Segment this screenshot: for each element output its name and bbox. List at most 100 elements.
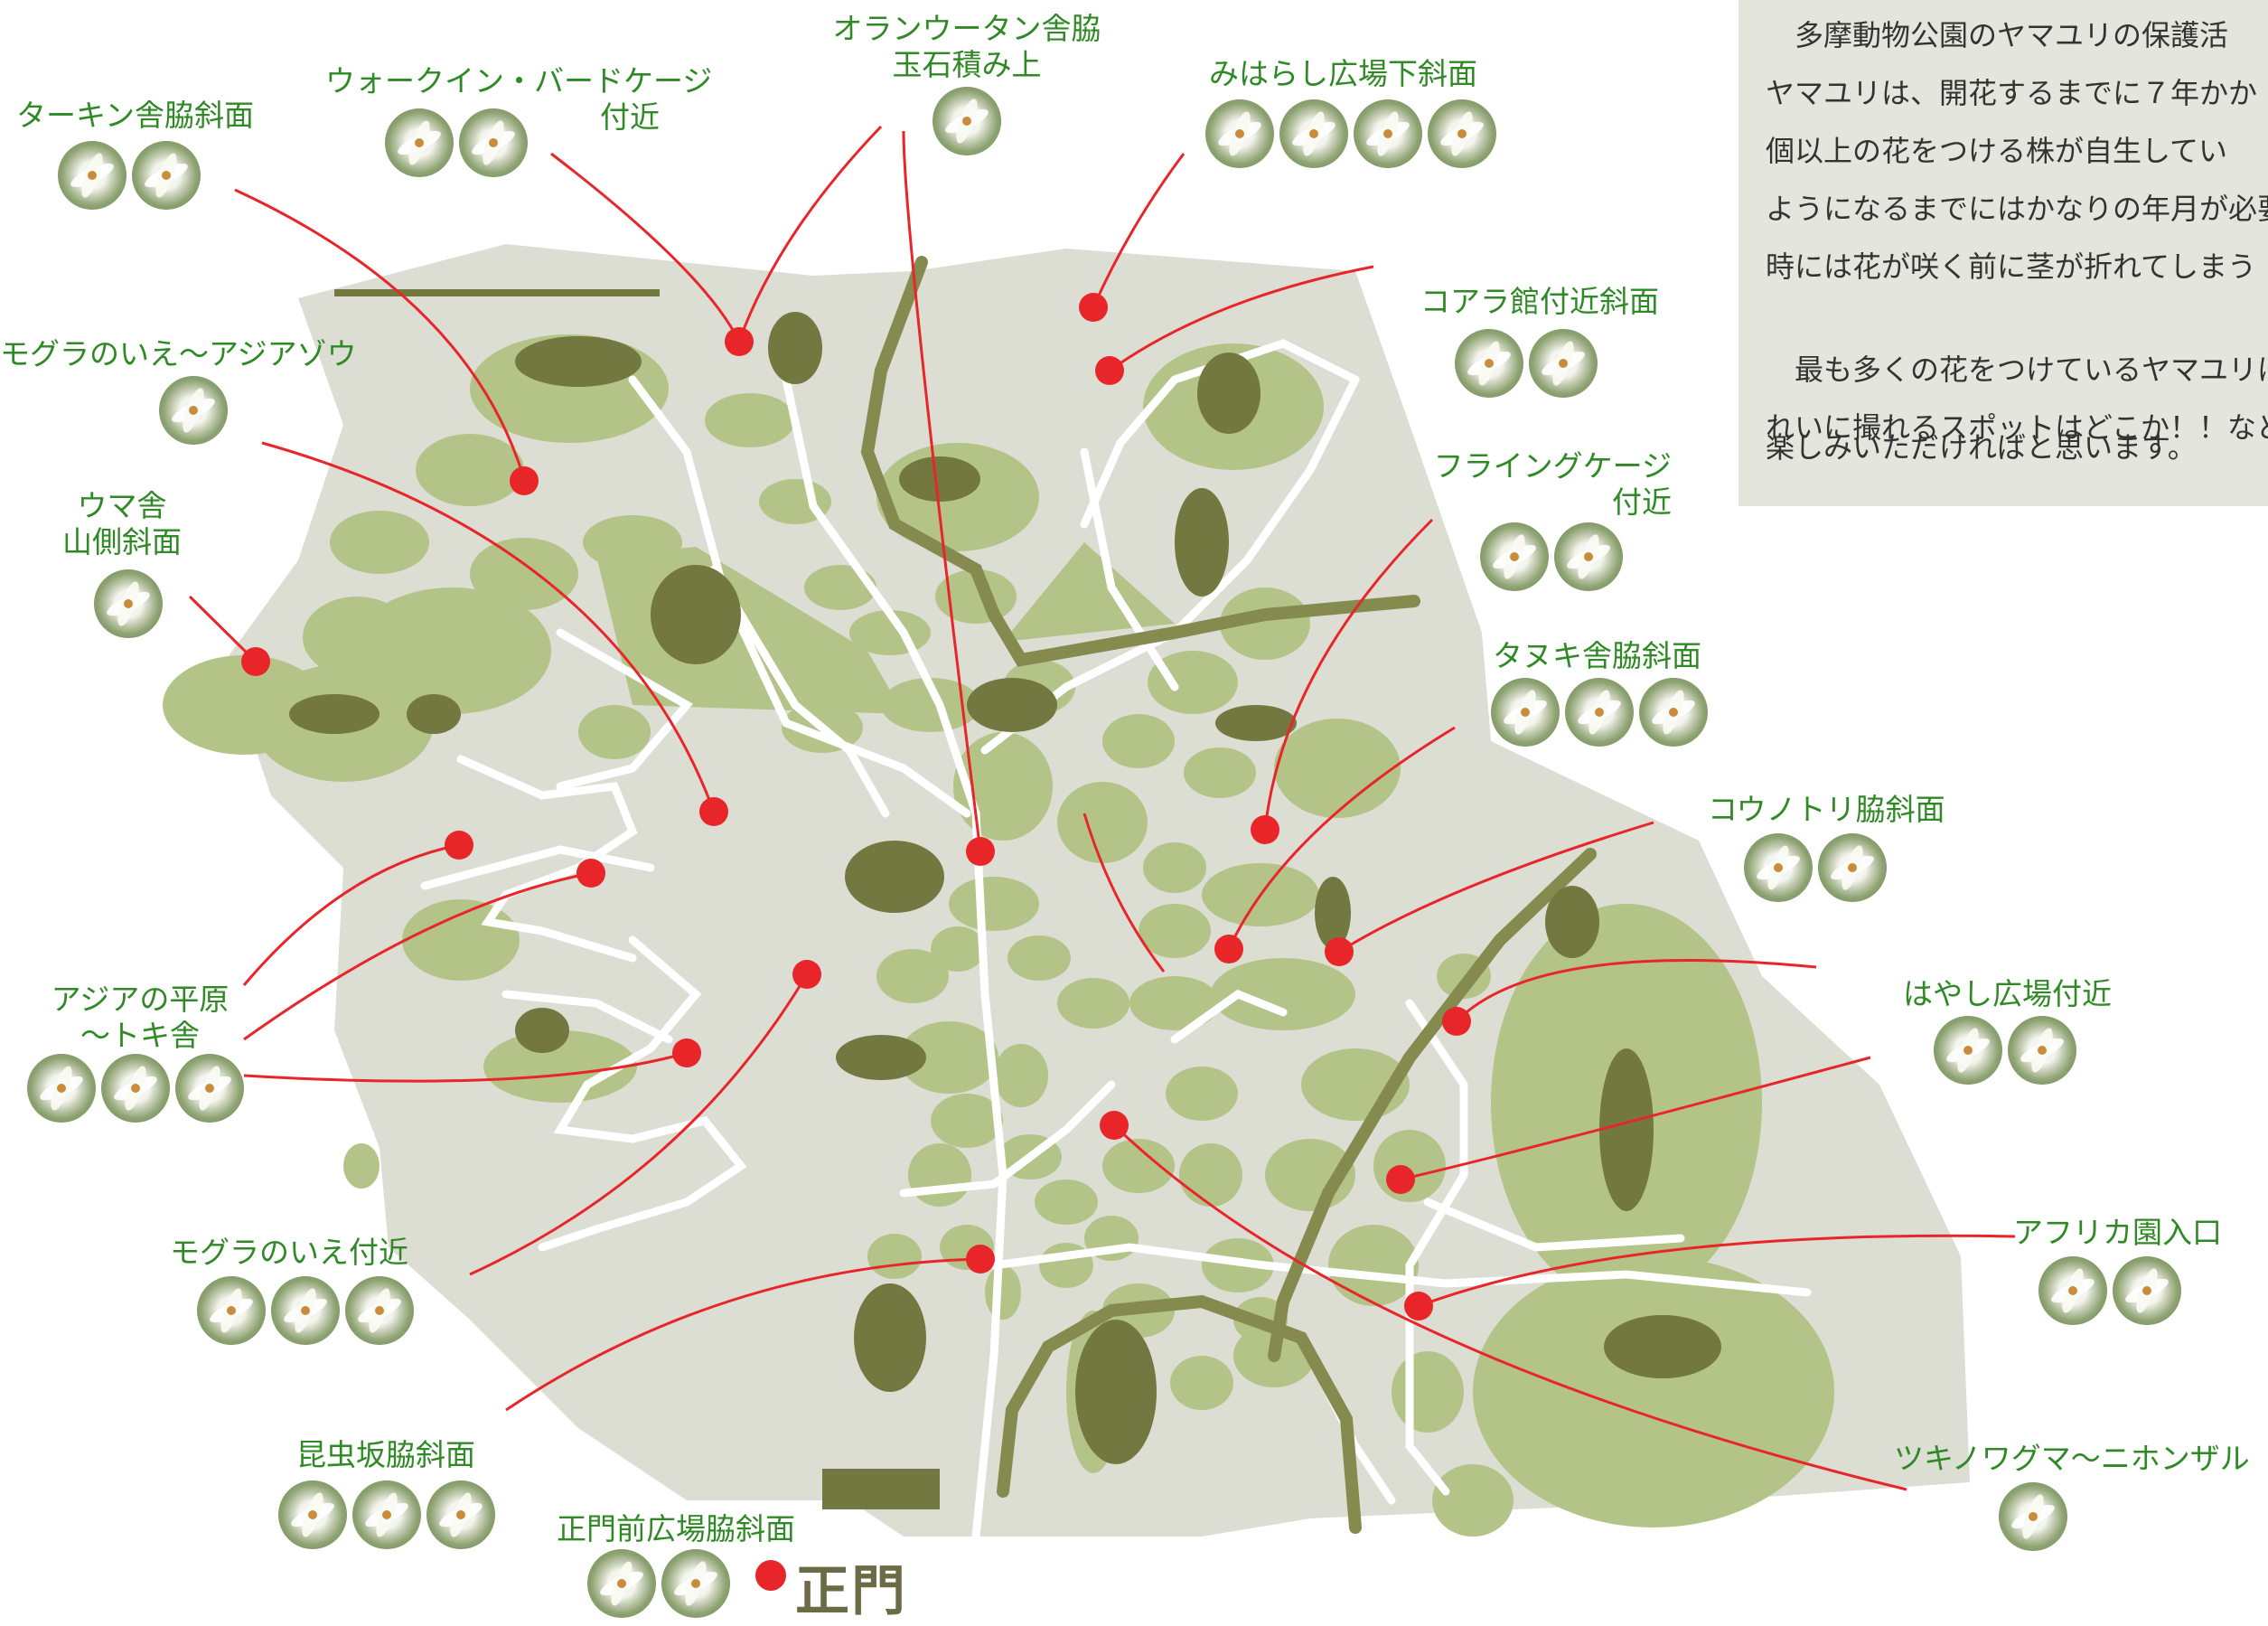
marker-raccoon-dog: [1214, 935, 1243, 963]
info-line: ようになるまでにはかなりの年月が必要: [1766, 192, 2268, 226]
elephant-silhouette: [651, 565, 741, 664]
yamayuri-flower-icon: [278, 1480, 347, 1549]
yamayuri-flower-icon: [1354, 99, 1422, 168]
giraffe-silhouette: [1599, 1048, 1654, 1211]
marker-koala: [1095, 356, 1124, 385]
spot-label-mole-house: モグラのいえ付近: [170, 1235, 408, 1270]
yamayuri-flower-icon: [385, 108, 454, 177]
lion-silhouette: [1604, 1315, 1721, 1378]
orangutan-silhouette: [768, 312, 822, 384]
info-line: 最も多くの花をつけているヤマユリは: [1766, 352, 2268, 387]
yamayuri-flower-icon: [1744, 833, 1813, 902]
marker-stork: [1325, 937, 1354, 966]
insect-house-silhouette: [1075, 1320, 1157, 1464]
marker-mole-elephant: [699, 797, 728, 826]
marker-insect: [966, 1245, 995, 1274]
yamayuri-flower-icon: [1554, 522, 1623, 591]
spot-label-bear-monkey: ツキノワグマ～ニホンザル: [1894, 1441, 2250, 1476]
leader-lines: [188, 125, 2016, 1491]
spot-label-raccoon-dog: タヌキ舎脇斜面: [1493, 638, 1701, 673]
koala-silhouette: [1197, 352, 1261, 434]
yamayuri-flower-icon: [271, 1276, 340, 1345]
yamayuri-flower-icon: [175, 1054, 244, 1123]
service-roads: [860, 256, 1597, 1534]
flowers-miharashi: [1205, 99, 1496, 168]
yamayuri-flower-icon: [132, 141, 201, 210]
spot-label-asia: アジアの平原～トキ舎: [51, 982, 230, 1053]
main-gate-label: 正門: [795, 1560, 907, 1623]
yamayuri-flower-icon: [459, 108, 528, 177]
marker-asia-2: [576, 859, 605, 888]
spot-label-mole-elephant: モグラのいえ～アジアゾウ: [0, 336, 357, 371]
animal-silhouettes: [289, 289, 1721, 1509]
yamayuri-flower-icon: [1428, 99, 1496, 168]
walkways: [420, 339, 1812, 1541]
spot-label-takin: ターキン舎脇斜面: [16, 98, 255, 133]
eagle-silhouette: [1215, 705, 1297, 741]
spot-label-africa: アフリカ園入口: [2013, 1215, 2222, 1250]
yamayuri-flower-icon: [197, 1276, 266, 1345]
spot-label-orangutan: オランウータン舎脇玉石積み上: [832, 11, 1101, 82]
spot-label-insect: 昆虫坂脇斜面: [296, 1437, 475, 1472]
spot-label-koala: コアラ館付近斜面: [1420, 284, 1659, 319]
spot-label-flying-cage: フライングケージ付近: [1433, 448, 1672, 520]
yamayuri-flower-icon: [1455, 329, 1523, 398]
flowers-takin: [58, 141, 201, 210]
yamayuri-flower-icon: [1999, 1482, 2067, 1551]
yamayuri-flower-icon: [2038, 1256, 2107, 1325]
flowers-raccoon-dog: [1491, 678, 1708, 747]
wolf-silhouette: [407, 694, 461, 734]
flowers-koala: [1455, 329, 1598, 398]
main-gate-silhouette: [822, 1469, 940, 1509]
info-line: 多摩動物公園のヤマユリの保護活: [1766, 18, 2229, 52]
yamayuri-flower-icon: [345, 1276, 414, 1345]
butterfly-dome-silhouette: [845, 841, 944, 913]
yamayuri-flower-icon: [1565, 678, 1634, 747]
yamayuri-flower-icon: [587, 1549, 656, 1618]
kangaroo-silhouette: [1175, 488, 1229, 597]
spot-label-horse: ウマ舎山側斜面: [62, 488, 182, 559]
marker-africa: [1404, 1292, 1433, 1321]
enclosures: [163, 334, 1834, 1537]
marker-bear-monkey: [1100, 1111, 1129, 1140]
yamayuri-flower-icon: [1205, 99, 1274, 168]
info-last-line: 楽しみいただければと思います。: [1766, 430, 2197, 465]
rhino-silhouette: [967, 678, 1057, 732]
spot-label-birdcage: ウォークイン・バードケージ付近: [325, 63, 713, 135]
tapir-silhouette: [836, 1035, 926, 1080]
flowers-asia: [27, 1054, 244, 1123]
flowers-mole-house: [197, 1276, 414, 1345]
ibis-silhouette: [515, 1008, 569, 1053]
yamayuri-flower-icon: [933, 87, 1001, 155]
flowers-insect: [278, 1480, 495, 1549]
marker-miharashi: [1079, 293, 1108, 322]
marker-mole-house: [792, 960, 821, 989]
stork-silhouette: [1315, 877, 1351, 949]
info-line: ヤマユリは、開花するまでに７年かか: [1766, 76, 2258, 110]
spot-label-miharashi: みはらし広場下斜面: [1209, 56, 1477, 91]
tasmanian-devil-silhouette: [899, 456, 980, 502]
spot-label-front-plaza: 正門前広場脇斜面: [557, 1511, 795, 1546]
marker-birdcage: [725, 327, 754, 356]
tiger-silhouette: [515, 336, 642, 387]
marker-orangutan: [966, 837, 995, 866]
flowers-bear-monkey: [1999, 1482, 2067, 1551]
info-line: れいに撮れるスポットはどこか！！など、: [1766, 410, 2268, 445]
yamayuri-flower-icon: [661, 1549, 730, 1618]
marker-horse: [241, 647, 270, 676]
yamayuri-flower-icon: [2008, 1016, 2076, 1085]
yamayuri-flower-icon: [1934, 1016, 2002, 1085]
yamayuri-flower-icon: [58, 141, 127, 210]
marker-flying-cage: [1251, 815, 1279, 844]
flowers-stork: [1744, 833, 1887, 902]
chimp-silhouette: [1545, 886, 1599, 958]
yamayuri-flower-icon: [352, 1480, 421, 1549]
yamayuri-flower-icon: [1639, 678, 1708, 747]
flowers-orangutan: [933, 87, 1001, 155]
spot-label-hayashi: はやし広場付近: [1903, 976, 2112, 1011]
main-gate-marker: [755, 1560, 786, 1591]
spot-markers: [241, 293, 1471, 1321]
flowers-flying-cage: [1480, 522, 1623, 591]
spot-label-stork: コウノトリ脇斜面: [1708, 792, 1945, 827]
